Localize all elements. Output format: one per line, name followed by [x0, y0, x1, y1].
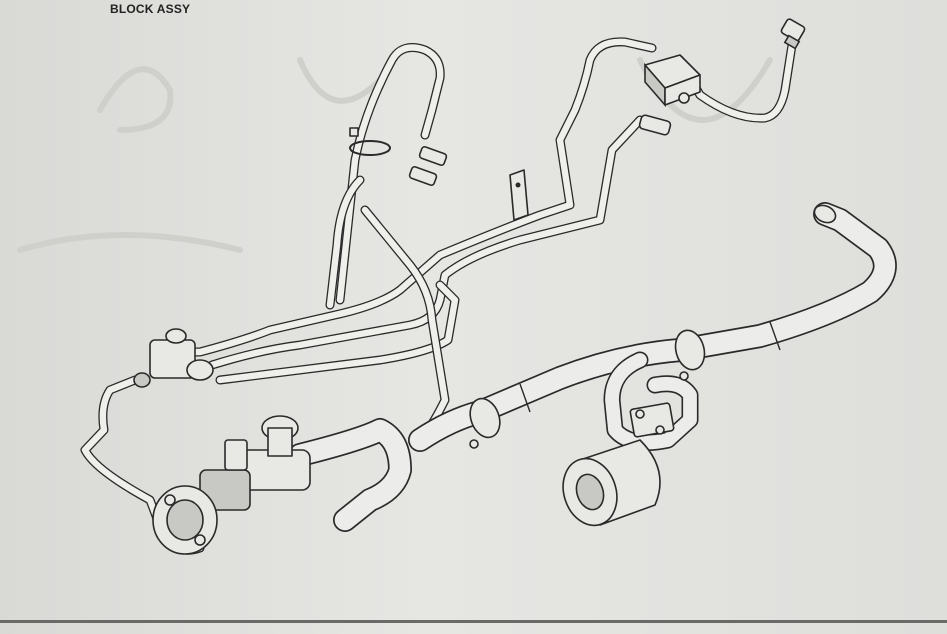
- fitting-top-right: [780, 18, 806, 50]
- drawing-caption: BLOCK ASSY: [110, 2, 191, 16]
- inlet-neck: [813, 204, 837, 224]
- junction-block: [644, 54, 701, 108]
- pump-assembly: [152, 415, 412, 555]
- clamp-left: [349, 127, 391, 156]
- muffler-can: [562, 402, 675, 527]
- pipe-clamp-1: [469, 397, 501, 449]
- elbow-fitting: [408, 114, 672, 187]
- left-manifold: [133, 328, 214, 388]
- bracket: [509, 169, 529, 221]
- page-bottom-rule: [0, 620, 947, 623]
- pipe-clamp-2: [674, 329, 706, 381]
